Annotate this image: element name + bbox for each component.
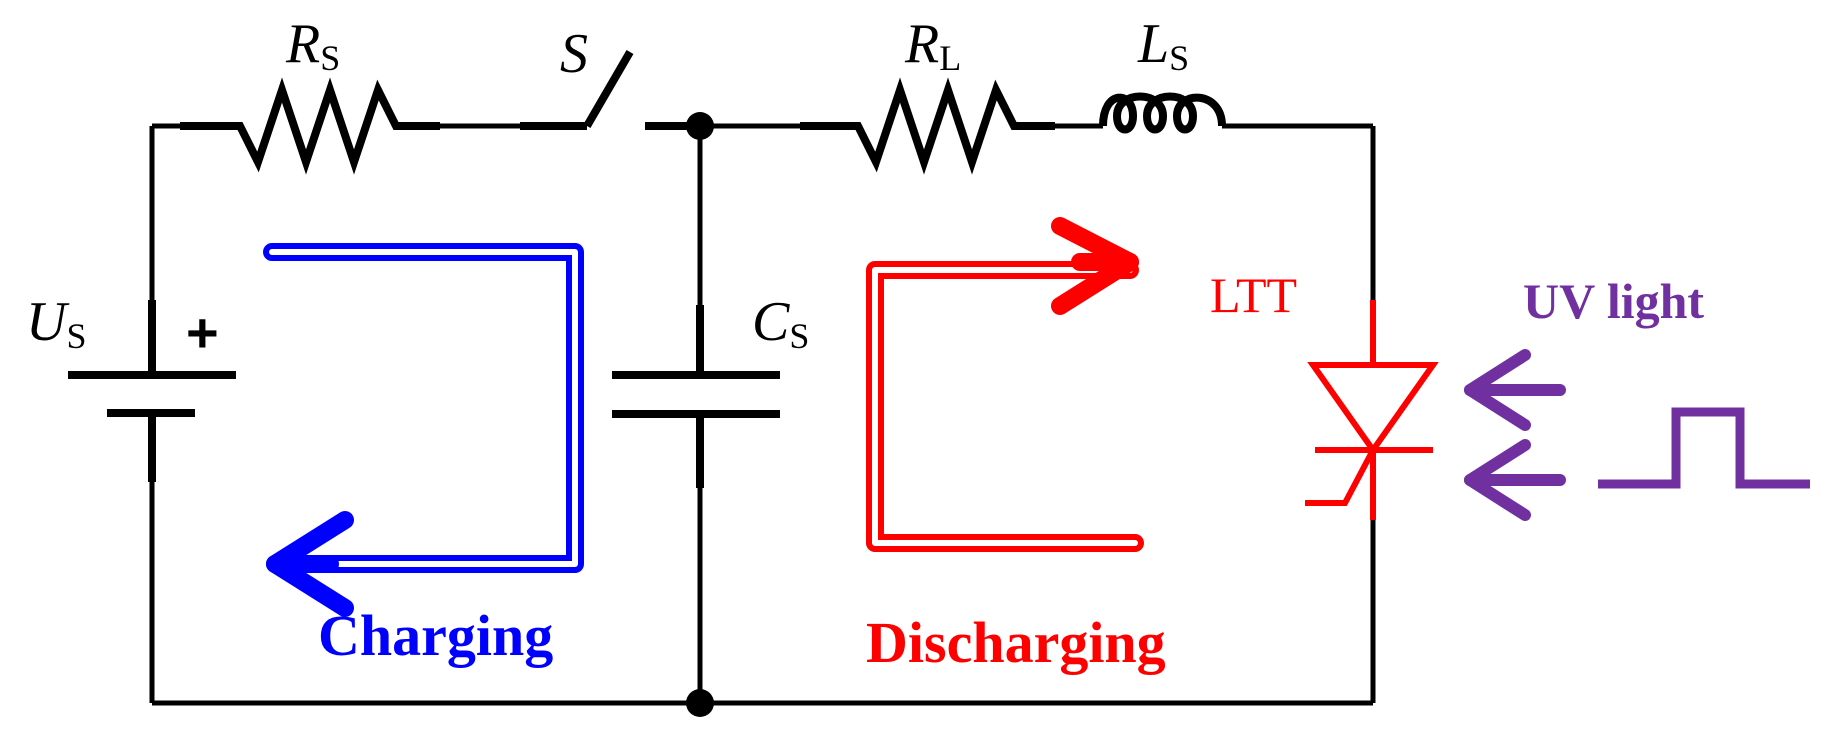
uv-light-arrows <box>1464 349 1566 521</box>
uv-pulse-waveform <box>1598 407 1810 489</box>
load-resistor-label: RL <box>904 13 961 78</box>
inductor <box>1099 92 1226 134</box>
junction-node-bottom <box>686 689 714 717</box>
capacitor-label: CS <box>752 291 809 356</box>
discharging-label: Discharging <box>866 610 1166 675</box>
charging-label: Charging <box>318 603 553 668</box>
load-resistor <box>800 77 1055 175</box>
capacitor <box>612 305 780 488</box>
inductor-label: LS <box>1137 13 1189 78</box>
ltt-label: LTT <box>1210 267 1297 323</box>
switch-label: S <box>560 23 588 85</box>
source-resistor-label: RS <box>285 13 340 78</box>
uv-light-label: UV light <box>1523 273 1704 329</box>
voltage-source-label: US <box>26 291 86 356</box>
discharging-loop-arrow <box>866 217 1144 552</box>
source-resistor <box>180 77 440 175</box>
voltage-source <box>68 300 236 482</box>
plus-sign: + <box>186 301 219 364</box>
switch <box>520 49 700 130</box>
charging-loop-arrow <box>263 243 584 617</box>
ltt-thyristor <box>1305 300 1439 520</box>
